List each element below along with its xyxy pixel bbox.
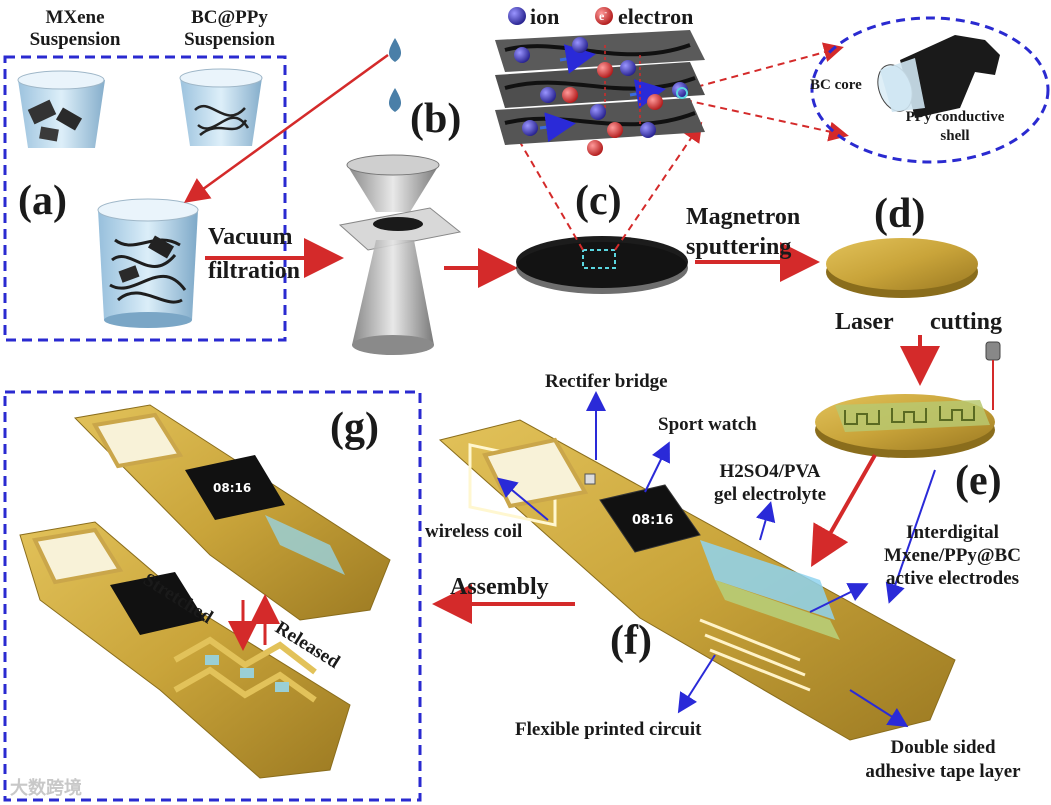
panel-c-label: (c) (575, 178, 622, 224)
mixed-beaker (97, 198, 199, 328)
panel-f-label: (f) (610, 618, 652, 664)
filtration-funnel (338, 154, 462, 355)
callout-lines (496, 391, 936, 728)
panel-a-box (3, 55, 287, 342)
zoom-lines (507, 42, 849, 251)
composite-film (516, 236, 688, 294)
electron-legend-symbol: e- (599, 8, 607, 23)
cutting-label: cutting (930, 309, 1002, 335)
panel-d-label: (d) (874, 191, 926, 237)
electron-particles (562, 62, 663, 156)
ion-particles (514, 37, 688, 138)
device-stretched (19, 521, 351, 779)
interdigital-label: Interdigital Mxene/PPy@BC active electro… (884, 522, 1021, 589)
panel-b-label: (b) (410, 96, 462, 142)
watermark: 大数跨境 (10, 778, 82, 799)
droplet-icon (388, 38, 402, 112)
fiber-marker (676, 87, 688, 99)
device-watch-time: 08:16 (632, 513, 674, 528)
integrated-device (438, 419, 956, 741)
bc-core-label: BC core (810, 77, 862, 93)
electron-legend-icon (595, 7, 613, 25)
assembly-label: Assembly (450, 574, 549, 600)
sport-watch-label: Sport watch (658, 414, 757, 435)
bcppy-beaker (179, 68, 263, 146)
device-unstretched (73, 404, 391, 621)
panel-g-label: (g) (330, 405, 379, 451)
electrodes-to-device-arrow (811, 454, 877, 567)
laser-cut-electrodes (815, 394, 995, 458)
panel-e-label: (e) (955, 458, 1002, 504)
mxene-beaker (17, 70, 105, 148)
electron-legend-label: electron (618, 4, 694, 29)
g-watch-time: 08:16 (213, 481, 252, 495)
ion-legend-icon (508, 7, 526, 25)
fiber-zoom (810, 16, 1050, 164)
wireless-coil-label: wireless coil (425, 521, 523, 542)
gold-coated-film (826, 238, 978, 298)
panel-a-label: (a) (18, 178, 67, 224)
laser-label: Laser (835, 309, 894, 335)
ion-legend-label: ion (530, 4, 560, 29)
rectifier-label: Rectifer bridge (545, 371, 668, 392)
panel-g-box (3, 390, 422, 802)
laser-head-icon (985, 341, 1001, 410)
flexible-circuit-label: Flexible printed circuit (515, 719, 702, 740)
pour-arrow (183, 53, 389, 203)
